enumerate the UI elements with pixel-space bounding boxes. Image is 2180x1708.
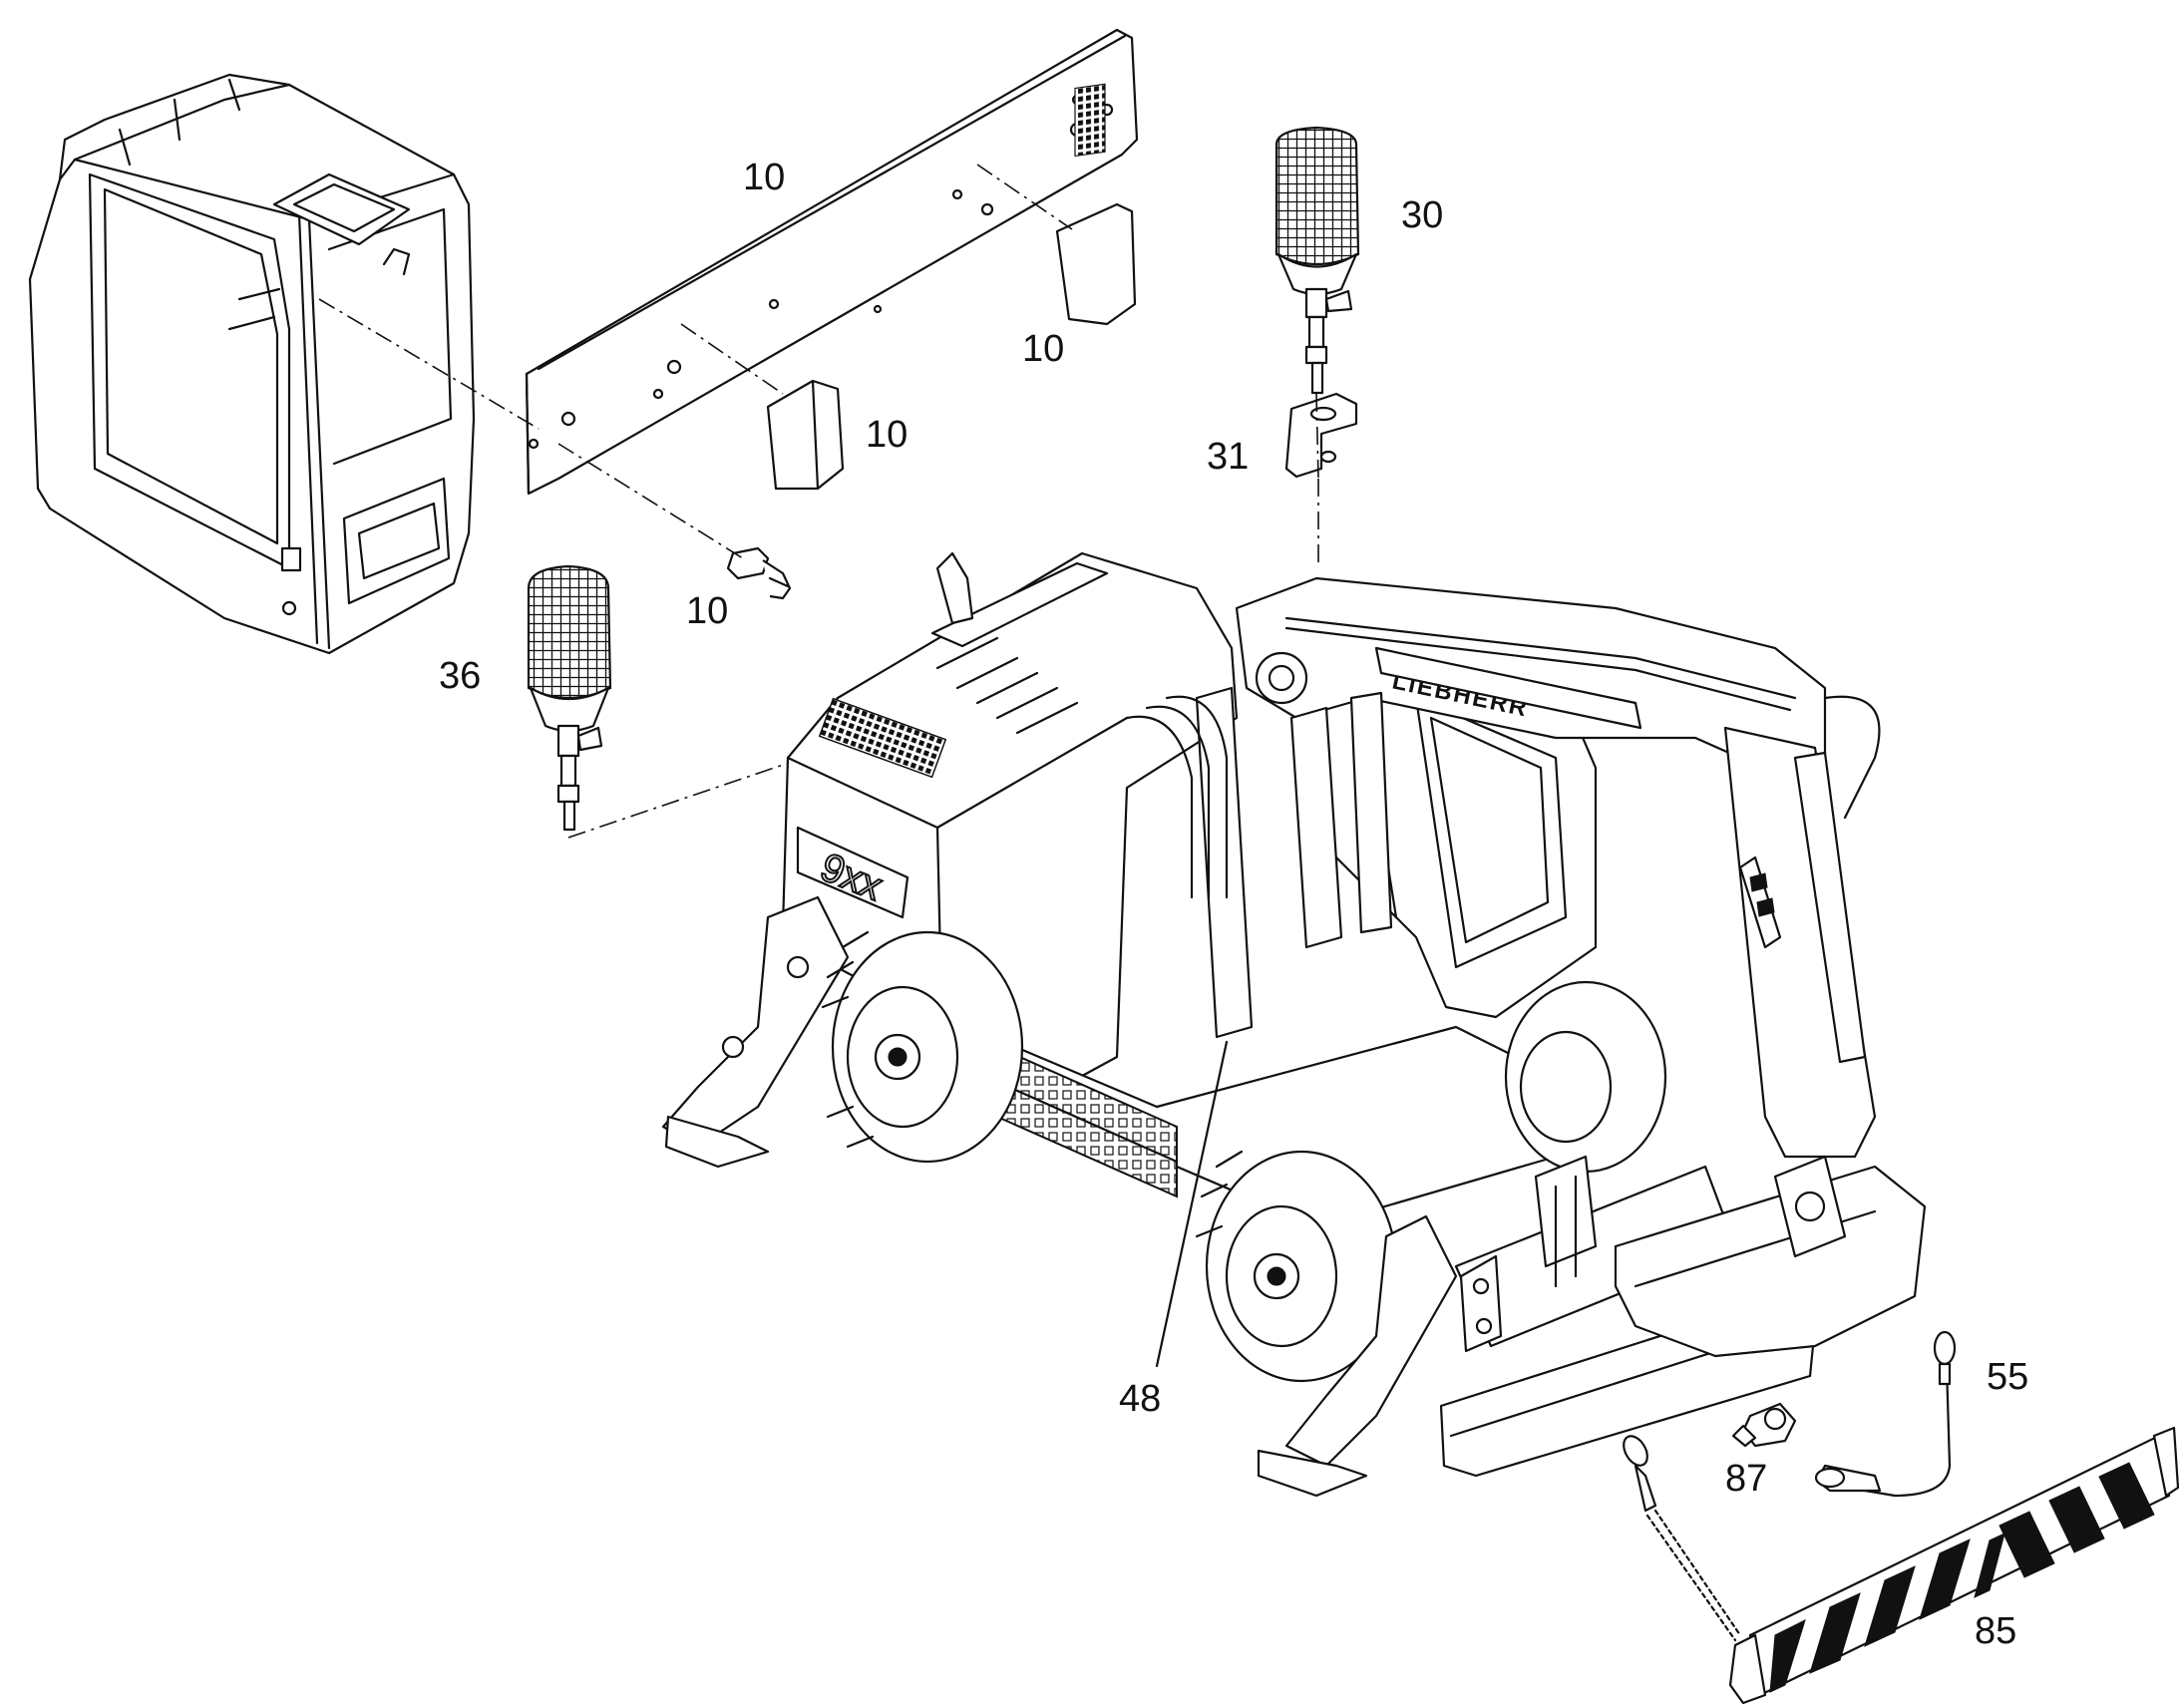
assembly-lines [318,164,1319,839]
label-87: 87 [1725,1458,1767,1500]
leader-48 [1155,1040,1229,1368]
beacon-30 [1274,126,1360,395]
safety-chain [1623,1435,1742,1642]
operator-cab [28,73,476,655]
label-31: 31 [1207,436,1249,478]
label-36: 36 [439,655,481,697]
light-cover-right [1055,83,1137,326]
label-10-cover-right: 10 [1022,328,1064,370]
callout-labels: 10 10 10 10 30 31 36 48 55 87 85 [439,157,2028,1652]
beacon-bracket-31 [1284,392,1358,479]
light-panel-bracket [525,28,1139,496]
shackle-87 [1731,1402,1797,1448]
label-10-bolt: 10 [686,590,728,632]
label-30: 30 [1401,194,1443,236]
towing-cable-55 [1814,1330,1957,1498]
label-10-panel: 10 [743,157,785,198]
label-85: 85 [1975,1610,2016,1652]
label-48: 48 [1119,1378,1161,1420]
wheeled-excavator: 9xx [661,551,1927,1498]
label-55: 55 [1987,1356,2028,1398]
light-cover-left [766,379,845,491]
warning-panel-85 [1728,1426,2180,1705]
label-10-cover-left: 10 [866,414,908,456]
beacon-36 [527,564,612,832]
hex-bolt [726,546,792,600]
